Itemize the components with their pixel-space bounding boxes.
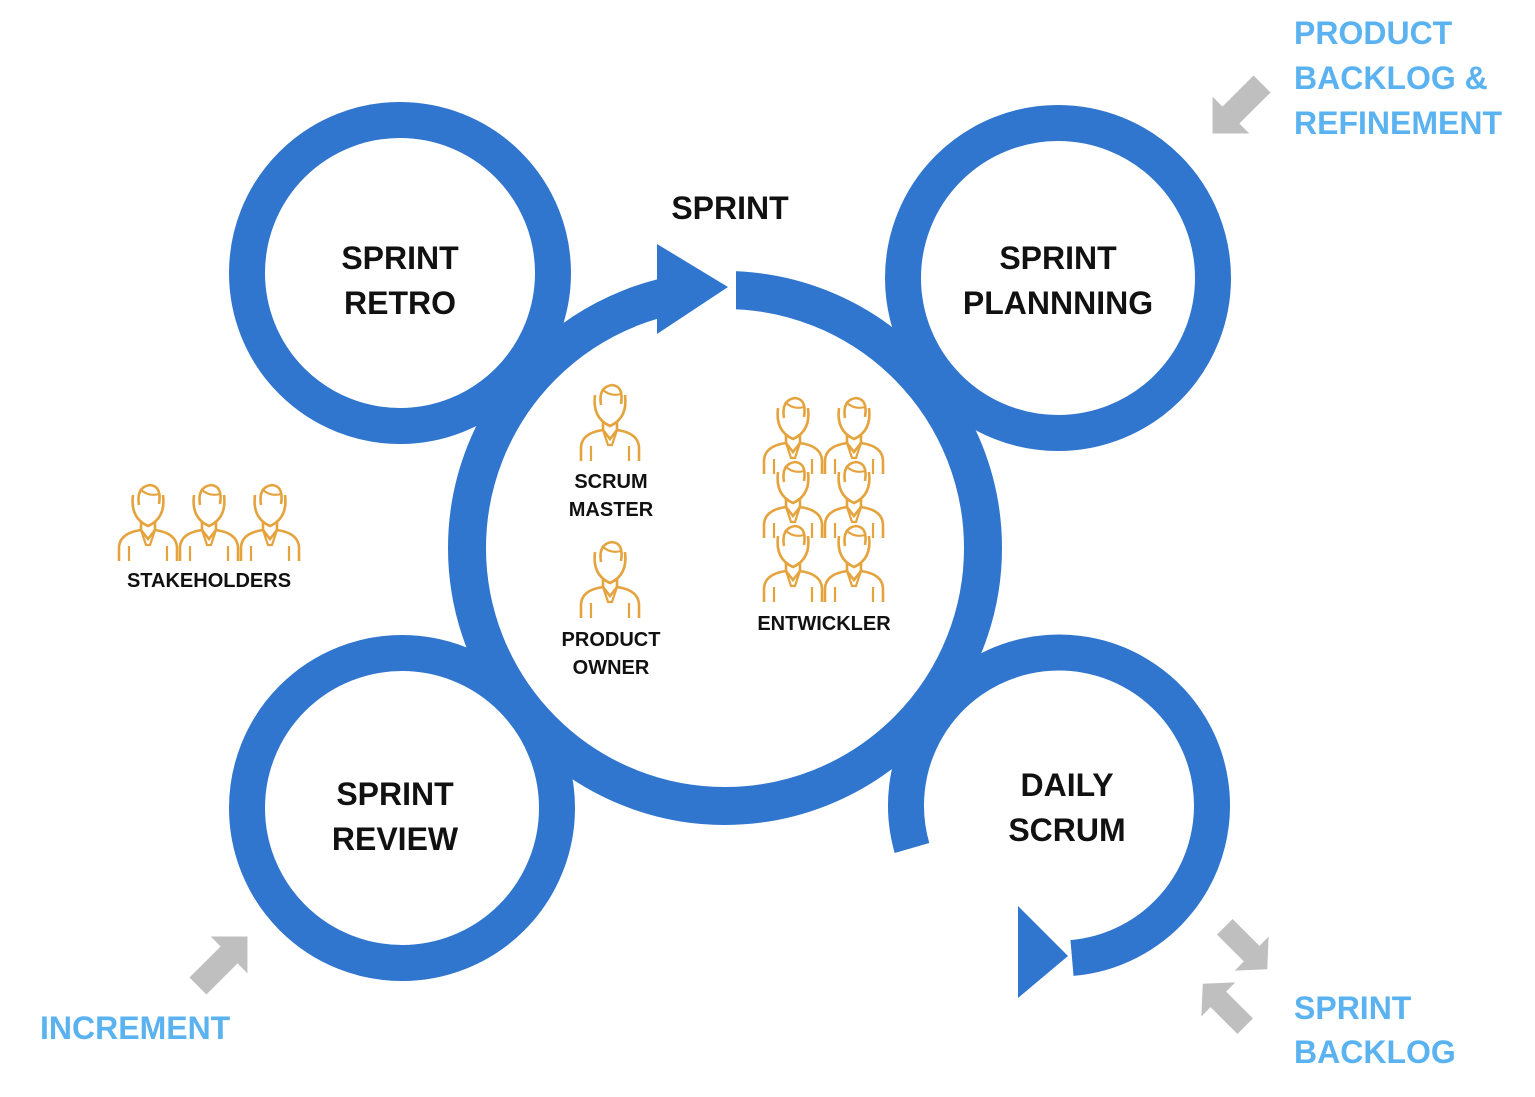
scrum-master-label-line-1: SCRUM [574, 471, 647, 493]
scrum-master-label-line-2: MASTER [569, 499, 654, 521]
product-backlog-label-line-1: PRODUCT [1294, 15, 1453, 51]
review-label-line-1: SPRINT [336, 776, 454, 812]
sprint-arrowhead-icon [657, 244, 728, 334]
product-owner-label-line-2: OWNER [573, 657, 650, 679]
sprint-backlog-in-arrow-icon [1201, 982, 1253, 1034]
daily-label-line-1: DAILY [1020, 767, 1113, 803]
sprint-review-ring [229, 635, 575, 981]
developers-label: ENTWICKLER [757, 613, 891, 635]
planning-label-line-1: SPRINT [999, 240, 1117, 276]
sprint-retro-ring [229, 102, 571, 444]
increment-label: INCREMENT [40, 1010, 231, 1046]
stakeholders-icons [117, 483, 301, 563]
increment-arrow-icon [189, 936, 248, 995]
product-backlog-arrow-icon [1212, 75, 1271, 134]
person-icon [178, 483, 240, 563]
sprint-backlog-label-line-2: BACKLOG [1294, 1034, 1456, 1070]
product-backlog-label-line-3: REFINEMENT [1294, 105, 1502, 141]
product-backlog-label-line-2: BACKLOG & [1294, 60, 1488, 96]
sprint-backlog-label-line-1: SPRINT [1294, 990, 1412, 1026]
daily-label-line-2: SCRUM [1008, 812, 1125, 848]
stakeholders-label: STAKEHOLDERS [127, 570, 291, 592]
retro-label-line-2: RETRO [344, 285, 456, 321]
person-icon [239, 483, 301, 563]
sprint-label: SPRINT [671, 190, 789, 226]
daily-scrum-arrowhead-icon [1018, 906, 1068, 998]
sprint-cycle-ring [448, 271, 1002, 825]
retro-label-line-1: SPRINT [341, 240, 459, 276]
planning-label-line-2: PLANNNING [963, 285, 1153, 321]
review-label-line-2: REVIEW [332, 821, 459, 857]
person-icon [117, 483, 179, 563]
sprint-planning-ring [885, 105, 1231, 451]
sprint-backlog-out-arrow-icon [1217, 919, 1269, 971]
product-owner-label-line-1: PRODUCT [562, 629, 661, 651]
